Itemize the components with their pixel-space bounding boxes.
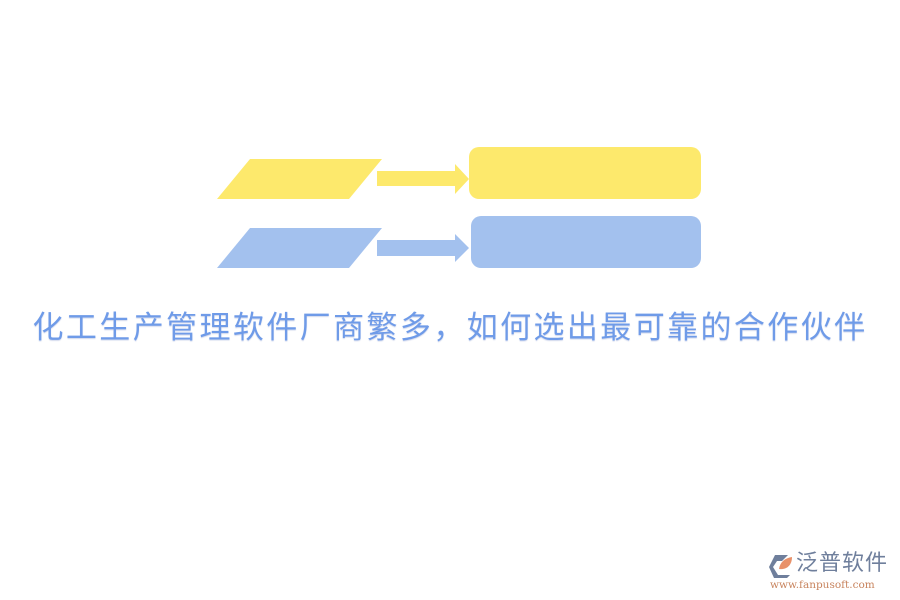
yellow-parallelogram [217,159,382,199]
brand-name: 泛普软件 [796,551,889,576]
yellow-arrow-icon [377,164,469,194]
blue-parallelogram [217,228,382,268]
blue-arrow-icon [377,234,469,262]
row-blue [217,216,701,268]
page-title: 化工生产管理软件厂商繁多，如何选出最可靠的合作伙伴 [32,310,868,346]
fanpu-logo-icon [769,555,792,578]
brand-logo: 泛普软件 www.fanpusoft.com [768,551,898,593]
yellow-rounded-box [469,147,701,199]
flow-diagram [217,147,701,268]
flow-diagram-shapes [217,147,701,268]
blue-rounded-box [471,216,701,268]
row-yellow [217,147,701,199]
brand-url: www.fanpusoft.com [770,579,875,591]
